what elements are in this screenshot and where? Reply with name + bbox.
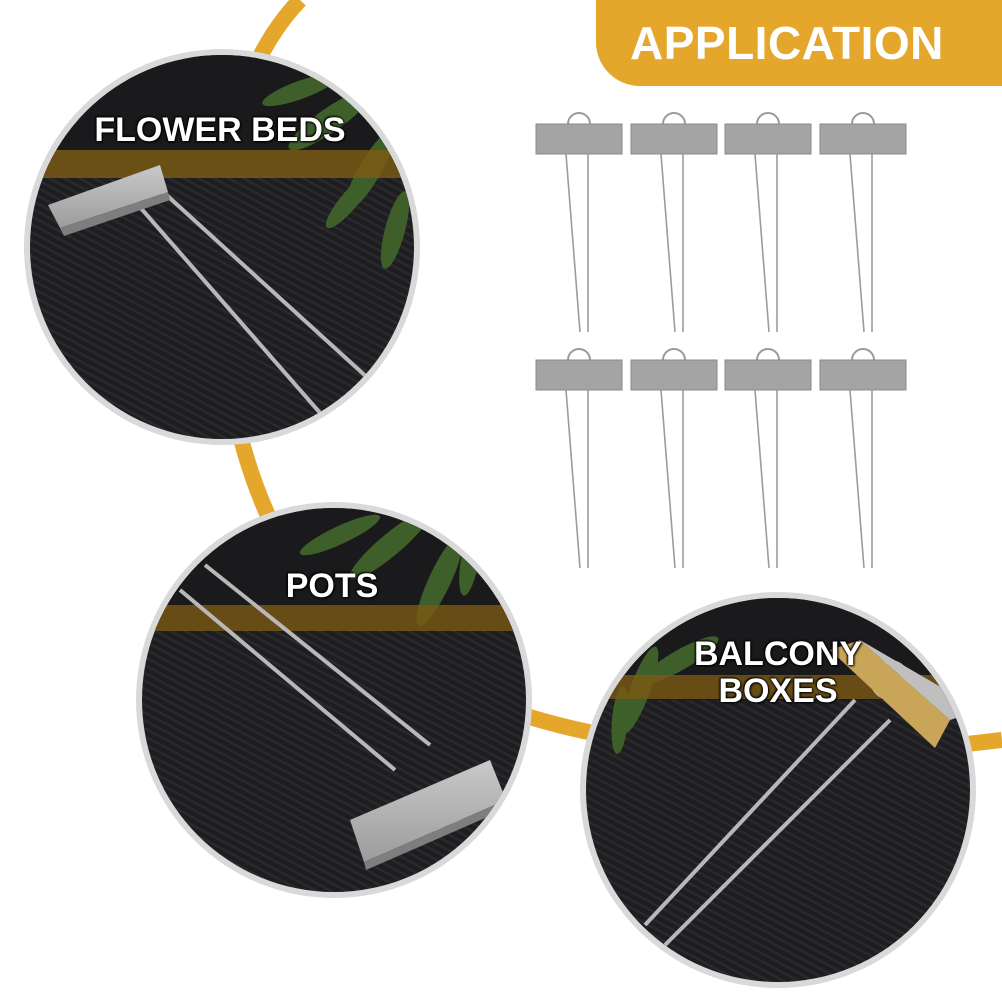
- balcony-label-line2: BOXES: [718, 671, 838, 710]
- leaf-icon: [611, 636, 719, 754]
- plant-label-stake-icon: [630, 348, 718, 569]
- balcony-label-line1: BALCONY: [693, 635, 863, 673]
- plant-label-stake-icon: [630, 112, 718, 333]
- plant-label-stake-icon: [535, 348, 623, 569]
- application-badge: APPLICATION: [596, 0, 1002, 86]
- leaf-icon: [299, 510, 481, 626]
- plant-label-stake-icon: [819, 112, 907, 333]
- plant-label-stake-icon: [48, 165, 372, 432]
- plant-label-stake-icon: [724, 348, 812, 569]
- plant-label-stake-icon: [535, 112, 623, 333]
- scene-balcony-boxes: [580, 592, 976, 988]
- plant-label-stake-icon: [724, 112, 812, 333]
- product-stake-grid: [535, 112, 907, 569]
- scene-pots: [136, 502, 532, 898]
- pots-label: POTS: [285, 567, 379, 605]
- flower-beds-label: FLOWER BEDS: [94, 111, 346, 149]
- balcony-boxes-label: BALCONY BOXES: [668, 636, 888, 709]
- badge-title: APPLICATION: [630, 17, 944, 69]
- scene-flower-beds: [24, 49, 420, 445]
- plant-label-stake-icon: [178, 563, 508, 870]
- plant-label-stake-icon: [819, 348, 907, 569]
